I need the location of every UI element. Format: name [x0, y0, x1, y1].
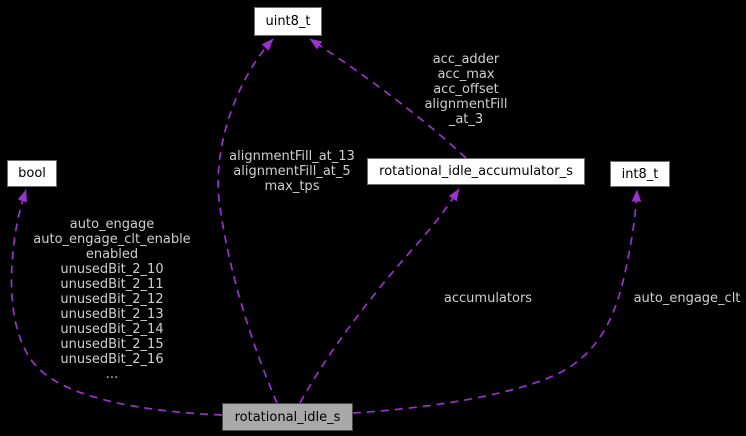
node-rotational-idle-s-label: rotational_idle_s: [234, 409, 341, 425]
node-uint8-t-label: uint8_t: [265, 14, 311, 29]
edge-label-main-to-uint8: alignmentFill_at_13 alignmentFill_at_5 m…: [229, 149, 355, 194]
node-bool[interactable]: bool: [7, 160, 57, 187]
edge-label-accumulator-to-uint8: acc_adder acc_max acc_offset alignmentFi…: [424, 52, 508, 127]
node-rotational-idle-accumulator-s-label: rotational_idle_accumulator_s: [379, 164, 573, 179]
edge-accumulator-to-uint8: [309, 38, 467, 159]
edge-label-main-to-bool: auto_engage auto_engage_clt_enable enabl…: [33, 217, 191, 382]
edge-main-to-accumulator: [299, 188, 460, 404]
edge-main-to-uint8: [217, 38, 278, 404]
edge-main-to-int8: [352, 189, 642, 414]
edge-label-main-to-int8: auto_engage_clt: [633, 291, 741, 306]
node-rotational-idle-s-current: rotational_idle_s: [222, 403, 353, 431]
node-int8-t-label: int8_t: [621, 166, 659, 182]
node-int8-t[interactable]: int8_t: [610, 161, 670, 187]
edge-main-to-bool: [10, 189, 223, 416]
node-uint8-t[interactable]: uint8_t: [254, 7, 322, 36]
edge-label-main-to-accumulator: accumulators: [443, 291, 533, 306]
node-bool-label: bool: [18, 166, 46, 181]
node-rotational-idle-accumulator-s[interactable]: rotational_idle_accumulator_s: [367, 158, 585, 185]
